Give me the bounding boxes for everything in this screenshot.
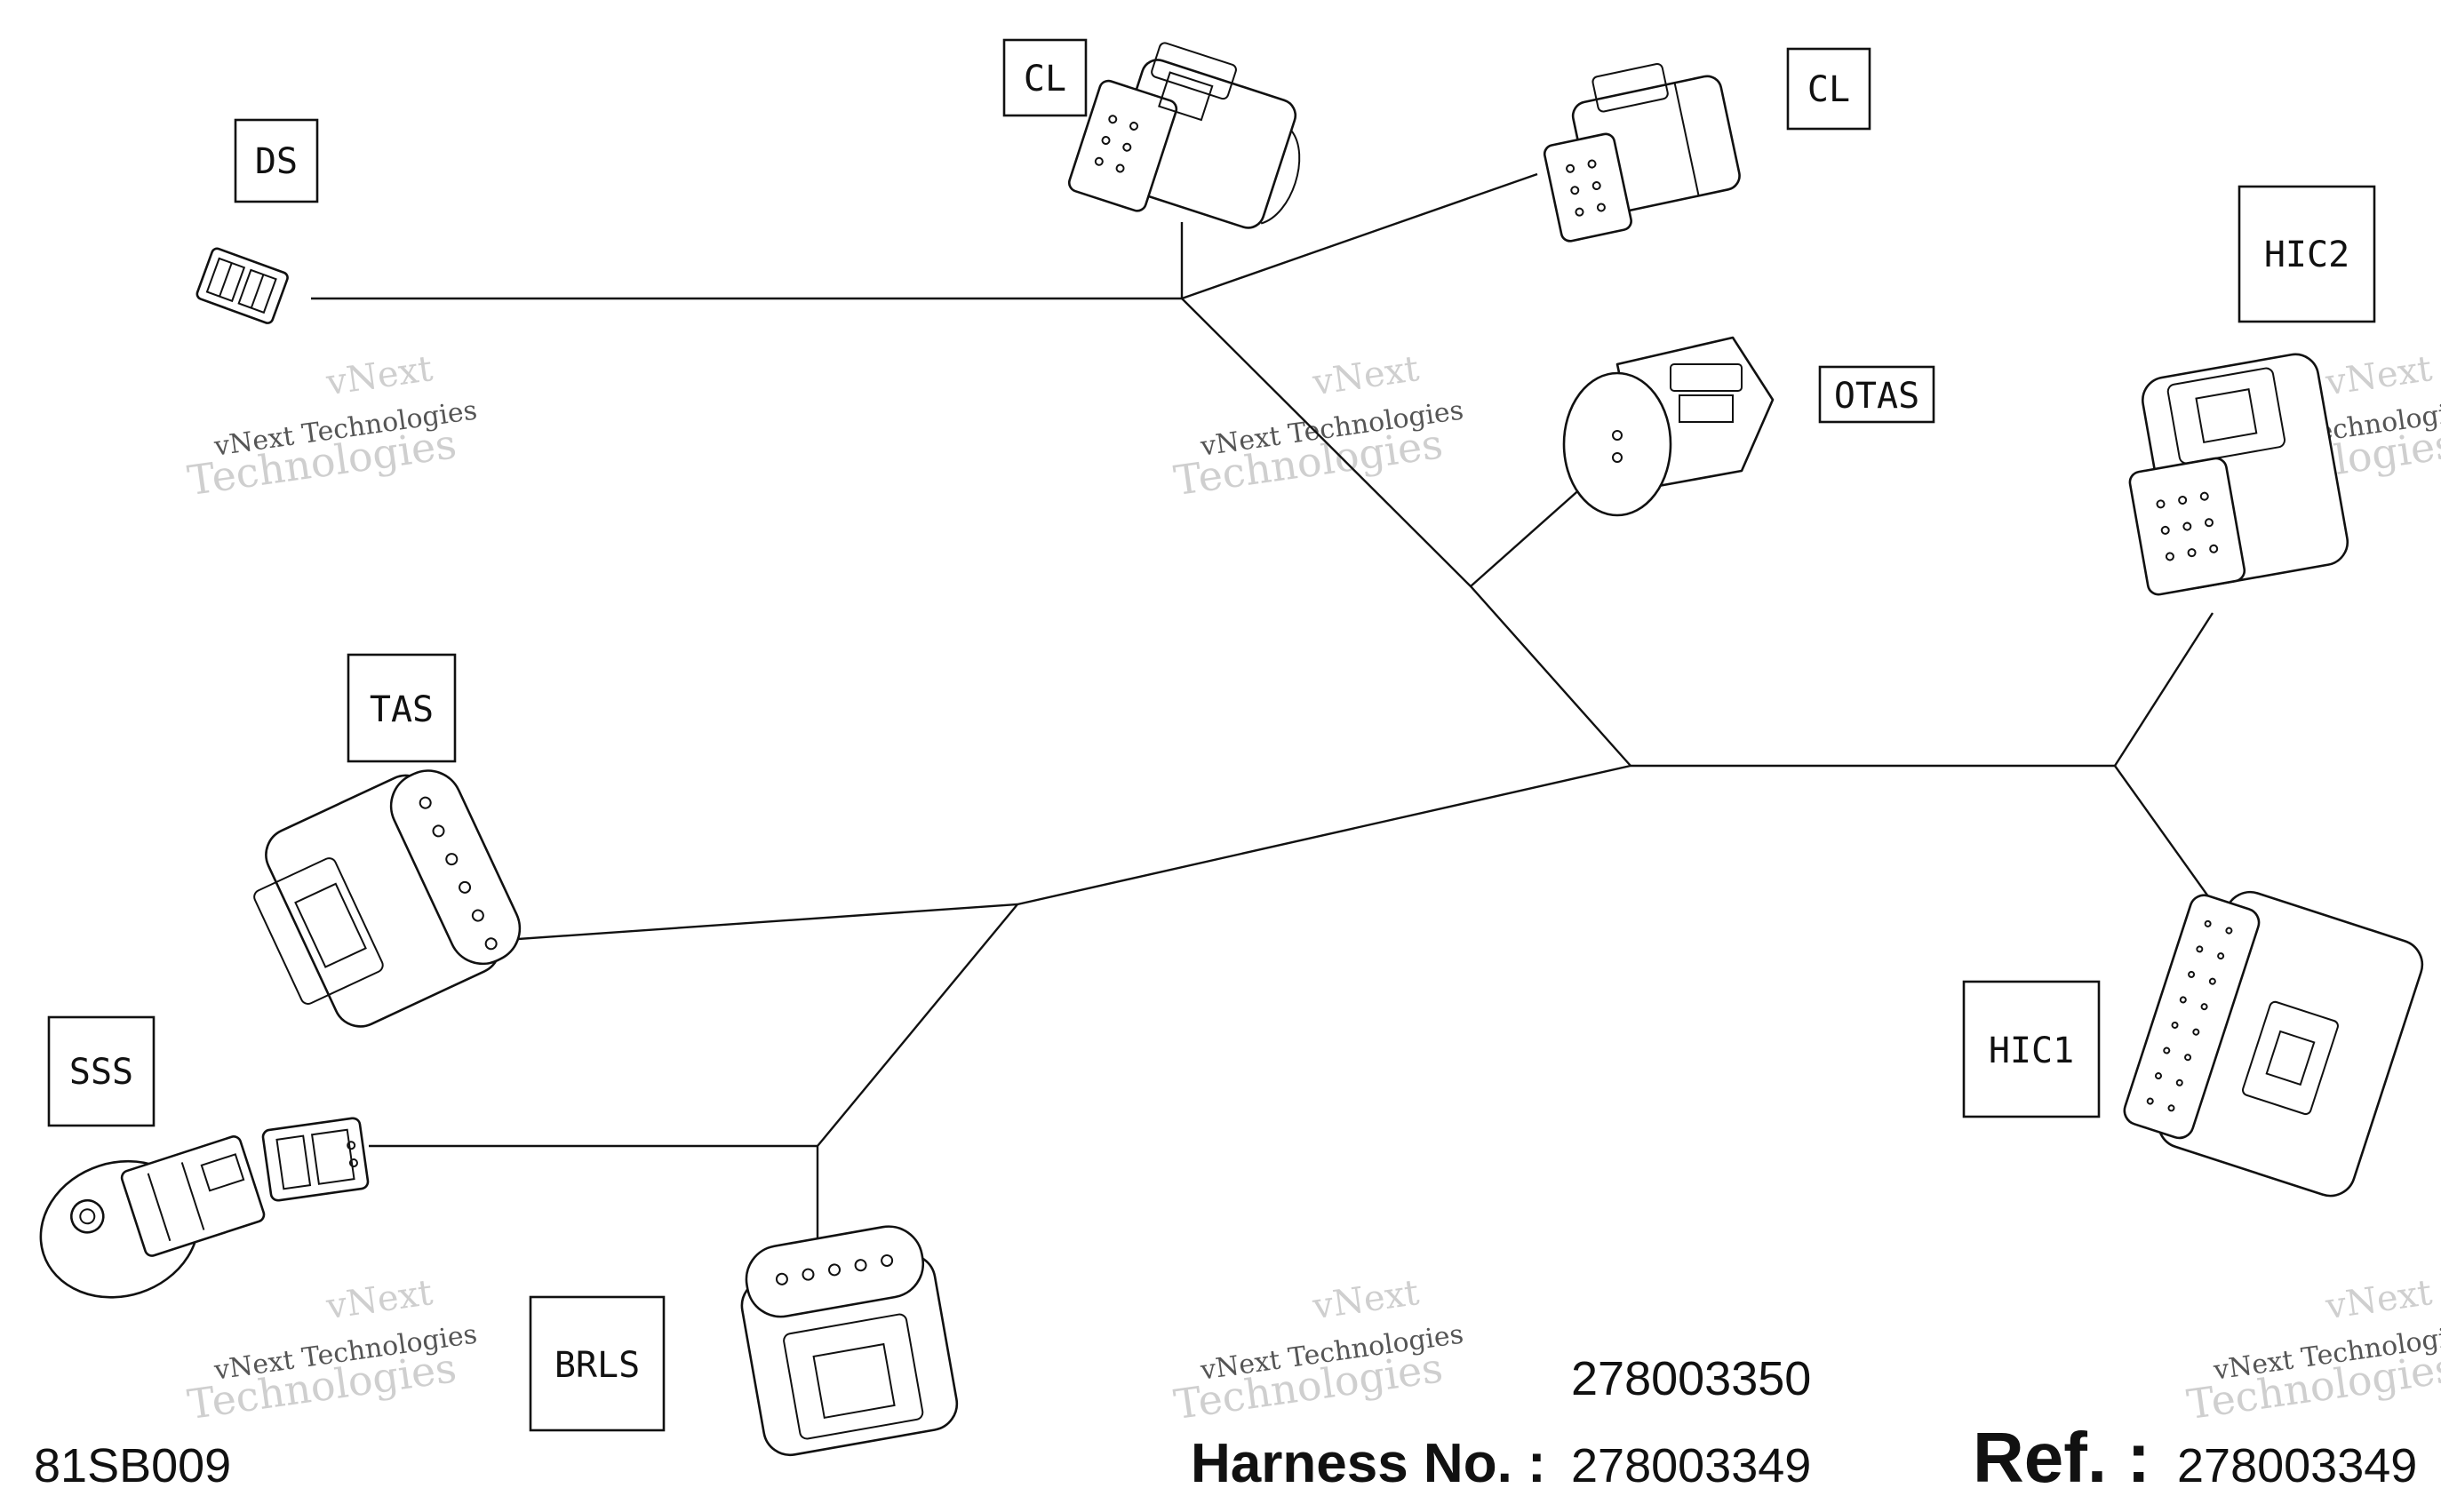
connector-brls [740, 1225, 959, 1457]
wire-tas-branch [479, 903, 1018, 943]
ref-label: Ref. : [1973, 1418, 2150, 1497]
wire-brls-trunk [816, 903, 1018, 1288]
watermark-bottom-left: vNext vNext Technologies Technologies [185, 1272, 479, 1428]
label-brls: BRLS [529, 1295, 666, 1432]
wire-cl-right [1181, 172, 1538, 300]
svg-text:vNext: vNext [323, 348, 435, 403]
watermark-bottom-center: vNext vNext Technologies Technologies [1171, 1272, 1465, 1428]
svg-text:CL: CL [1024, 59, 1066, 99]
label-otas: OTAS [1818, 365, 1935, 424]
label-hic1: HIC1 [1962, 980, 2101, 1118]
svg-text:SSS: SSS [69, 1052, 133, 1093]
connector-hic1 [2123, 890, 2424, 1198]
label-tas: TAS [347, 653, 457, 763]
svg-text:vNext: vNext [1310, 348, 1422, 403]
label-ds: DS [234, 118, 319, 203]
svg-text:vNext: vNext [1310, 1272, 1422, 1327]
connector-sss [39, 1117, 370, 1299]
label-sss: SSS [47, 1015, 156, 1127]
diagram-code: 81SB009 [34, 1439, 231, 1492]
watermark-top-left: vNext vNext Technologies Technologies [185, 348, 479, 505]
wire-otas-branch [1470, 479, 1591, 587]
connector-ds [195, 247, 289, 324]
connector-cl-upper [1067, 42, 1301, 229]
svg-text:OTAS: OTAS [1834, 376, 1919, 417]
svg-text:DS: DS [255, 141, 298, 182]
wire-hic2-branch [2113, 612, 2214, 767]
svg-text:vNext: vNext [323, 1272, 435, 1327]
svg-text:BRLS: BRLS [554, 1345, 640, 1386]
connector-tas [253, 769, 522, 1028]
label-hic2: HIC2 [2238, 185, 2376, 323]
harness-wires [311, 172, 2222, 1288]
connector-hic2 [2128, 353, 2349, 596]
harness-number: 278003349 [1571, 1439, 1811, 1492]
svg-text:HIC2: HIC2 [2264, 235, 2349, 275]
label-cl-right: CL [1786, 47, 1871, 131]
wire-hic1-branch [2114, 765, 2222, 916]
svg-text:TAS: TAS [370, 689, 434, 730]
label-cl-upper: CL [1002, 38, 1088, 117]
svg-text:vNext: vNext [2323, 1272, 2435, 1327]
svg-text:HIC1: HIC1 [1989, 1031, 2074, 1071]
harness-alt-number: 278003350 [1571, 1352, 1811, 1405]
watermark-bottom-right: vNext vNext Technologies Technologies [2184, 1272, 2441, 1428]
ref-number: 278003349 [2177, 1439, 2417, 1492]
wire-lower-trunk [1017, 764, 1631, 906]
connector-cl-right [1543, 62, 1741, 243]
harness-label: Harness No. : [1191, 1433, 1546, 1494]
svg-text:CL: CL [1807, 69, 1850, 110]
watermark-top-center: vNext vNext Technologies Technologies [1171, 348, 1465, 505]
svg-text:vNext: vNext [2323, 348, 2435, 403]
connector-otas [1562, 336, 1775, 517]
